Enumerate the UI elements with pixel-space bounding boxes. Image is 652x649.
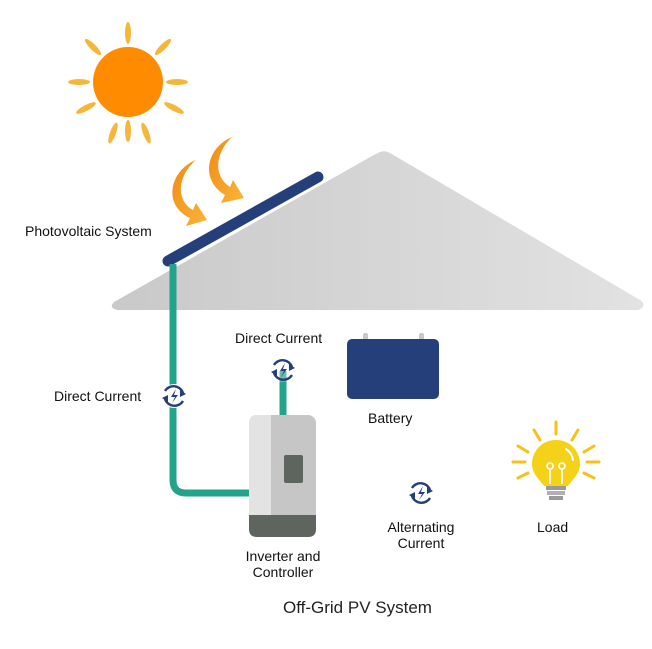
inverter-icon [249,415,316,537]
inverter-label-line2: Controller [252,564,314,580]
inverter-controller-label: Inverter and Controller [236,548,330,580]
direct-current-icon-left [162,384,186,408]
solar-panel [162,171,324,267]
house-roof [111,151,644,310]
alternating-current-label: Alternating Current [376,519,466,551]
sun-icon [68,22,188,144]
battery-label: Battery [368,410,413,426]
alternating-current-icon [409,481,433,505]
inverter-label-line1: Inverter and [245,548,321,564]
ac-label-line2: Current [397,535,445,551]
load-label: Load [537,519,569,535]
direct-current-label-top: Direct Current [235,330,323,346]
photovoltaic-system-label: Photovoltaic System [25,223,152,239]
battery-icon [347,333,439,399]
direct-current-label-left: Direct Current [54,388,142,404]
dc-wire-panel [169,264,255,497]
ac-label-line1: Alternating [387,519,455,535]
direct-current-icon-top [271,358,295,382]
sunlight-arrow-icon [172,137,244,226]
light-bulb-icon [511,420,601,500]
diagram-title: Off-Grid PV System [283,598,432,617]
